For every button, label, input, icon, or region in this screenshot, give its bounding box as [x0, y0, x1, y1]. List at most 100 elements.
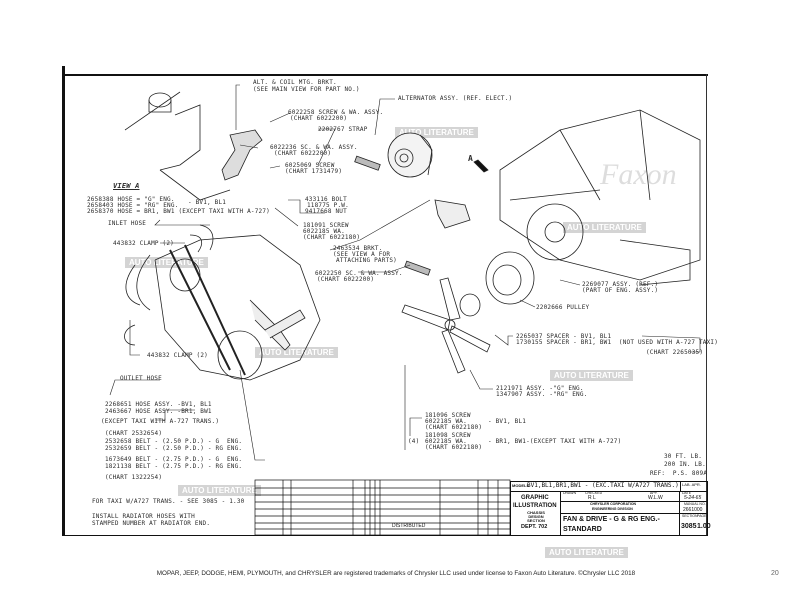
label-brkt: 2463534 BRKT.	[333, 245, 383, 252]
label-fan-chart-2: (CHART 6022180)	[425, 444, 483, 451]
label-chart: (CHART 6022200)	[274, 150, 332, 157]
divider	[560, 501, 708, 502]
label-assy-2269077: 2269077 ASSY. (REF.)	[582, 281, 659, 288]
label-alternator: ALTERNATOR ASSY. (REF. ELECT.)	[398, 95, 513, 102]
section-label: SECTION	[682, 514, 698, 518]
label-screw-6022258: 6022258 SCREW & WA. ASSY.	[288, 109, 384, 116]
frame-left-border	[62, 66, 65, 536]
note-install: STAMPED NUMBER AT RADIATOR END.	[92, 520, 211, 527]
label-hose-assy-note: (EXCEPT TAXI WITH A-727 TRANS.)	[101, 418, 220, 425]
watermark-text: AUTO LITERATURE	[125, 257, 208, 268]
page-label: PAGE	[697, 514, 707, 518]
page-number-block: 1.00	[697, 523, 711, 530]
drawing-subtitle: STANDARD	[563, 526, 602, 533]
page-number: 20	[771, 570, 779, 577]
label-hose-assy-1: 2268651 HOSE ASSY. -BV1, BL1	[105, 401, 212, 408]
watermark-text: AUTO LITERATURE	[563, 222, 646, 233]
fan	[401, 277, 491, 374]
alternator-bracket-lower	[434, 199, 471, 229]
label-torque-1: 30 FT. LB.	[664, 453, 703, 460]
label-view-arrow: A	[468, 154, 474, 163]
frame-bottom-border	[62, 535, 708, 536]
label-alt-bracket: ALT. & COIL MTG. BRKT.	[253, 79, 337, 86]
engineering-label: ENGINEERING DIVISION	[592, 507, 633, 511]
label-chart-2532654: (CHART 2532654)	[105, 430, 163, 437]
label-spacer-chart: (CHART 2265035)	[646, 349, 704, 356]
distributed-label: DISTRIBUTED	[392, 523, 426, 529]
date-label: DATE	[682, 491, 692, 495]
models-value: BV1,BL1,BR1,BW1 - (EXC.TAXI W/A727 TRANS…	[527, 482, 679, 489]
label-belt-4: 1821138 BELT - (2.75 P.D.) - RG ENG.	[105, 463, 243, 470]
label-fan-2: 1347907 ASSY. -"RG" ENG.	[496, 391, 588, 398]
label-brkt-note: ATTACHING PARTS)	[336, 257, 397, 264]
label-assy-note: (PART OF ENG. ASSY.)	[582, 287, 659, 294]
label-belt-3: 1673649 BELT - (2.75 P.D.) - G ENG.	[105, 456, 243, 463]
label-alt-bracket-note: (SEE MAIN VIEW FOR PART NO.)	[253, 86, 360, 93]
checked-value: R L	[588, 495, 596, 501]
label-chart: (CHART 6022200)	[290, 115, 348, 122]
label-belt-2: 2532659 BELT - (2.50 P.D.) - RG ENG.	[105, 445, 243, 452]
models-label: MODELS	[512, 483, 530, 488]
label-sc-6022236: 6022236 SC. & WA. ASSY.	[270, 144, 358, 151]
view-arrow	[473, 159, 489, 173]
watermark-text: AUTO LITERATURE	[255, 347, 338, 358]
label-screw-181091: 181091 SCREW	[303, 222, 349, 229]
design-section-label: CHASSIS DESIGN SECTION	[527, 510, 545, 523]
label-chart: (CHART 1731479)	[285, 168, 343, 175]
label-pw: 118775 P.W.	[307, 202, 349, 209]
label-fan-models-2: - BR1, BW1-(EXCEPT TAXI WITH A-727)	[488, 438, 622, 445]
label-strap: 2202767 STRAP	[318, 126, 368, 133]
manual-no-label: MANUAL NO.	[684, 502, 706, 506]
leader-lines	[109, 84, 701, 461]
trademark-footer: MOPAR, JEEP, DODGE, HEMI, PLYMOUTH, and …	[156, 570, 636, 577]
dept-label: DEPT. 702	[521, 524, 548, 530]
label-fan-screw-2: 181098 SCREW	[425, 432, 471, 439]
label-ref: REF: P.S. 809A	[650, 470, 708, 477]
front-engine-left	[154, 234, 321, 381]
label-chart: (CHART 6022180)	[303, 234, 361, 241]
label-clamp-top: 443832 CLAMP (2)	[113, 240, 174, 247]
label-inlet-hose: INLET HOSE	[108, 220, 147, 227]
divider	[560, 513, 708, 514]
engine-right	[499, 109, 701, 286]
alternator	[387, 132, 433, 178]
watermark-text: AUTO LITERATURE	[395, 127, 478, 138]
frame-right-border	[706, 74, 707, 536]
watermark-text: AUTO LITERATURE	[178, 485, 261, 496]
checked-label: CHECKED	[585, 491, 603, 495]
manual-no-value: 2661000	[683, 507, 703, 513]
label-brkt-note: (SEE VIEW A FOR	[333, 251, 391, 258]
drawn-label: DRAWN	[563, 491, 577, 495]
label-screw-6025069: 6025069 SCREW	[285, 162, 335, 169]
illustration-label: ILLUSTRATION	[513, 503, 557, 509]
drawing-title: FAN & DRIVE - G & RG ENG.-	[563, 516, 660, 523]
note-install: INSTALL RADIATOR HOSES WITH	[92, 513, 195, 520]
frame-top-border	[62, 74, 708, 76]
title-block	[510, 481, 708, 536]
label-fan-wa-2: 6022185 WA.	[425, 438, 467, 445]
section-number: 3085	[681, 523, 697, 530]
label-wa: 6022185 WA.	[303, 228, 345, 235]
corporation-label: CHRYSLER CORPORATION	[590, 502, 637, 506]
revision-grid	[254, 479, 511, 536]
app-label: APP.	[650, 491, 658, 495]
divider	[510, 491, 708, 492]
label-fan-1: 2121971 ASSY. -"G" ENG.	[496, 385, 584, 392]
watermark-logo: Faxon	[600, 158, 677, 191]
label-sc-6022250: 6022250 SC. & WA. ASSY.	[315, 270, 403, 277]
strap	[354, 155, 431, 276]
label-belt-1: 2532658 BELT - (2.50 P.D.) - G ENG.	[105, 438, 243, 445]
label-hose-assy-2: 2463667 HOSE ASSY. -BR1, BW1	[105, 408, 212, 415]
label-fan-models-1: - BV1, BL1	[488, 418, 527, 425]
water-pump-pulley	[459, 251, 535, 317]
label-fan-wa-1: 6022185 WA.	[425, 418, 467, 425]
graphic-label: GRAPHIC	[521, 495, 549, 501]
alternator-bracket	[221, 129, 263, 181]
label-view-a: VIEW A	[113, 182, 140, 190]
watermark-text: AUTO LITERATURE	[550, 370, 633, 381]
label-hose-1: 2658388 HOSE = "G" ENG.	[87, 196, 175, 203]
date-value: 5-24-65	[684, 495, 702, 501]
watermark-text: AUTO LITERATURE	[545, 547, 628, 558]
label-bolt: 433116 BOLT	[305, 196, 347, 203]
app-value: W.L.W	[648, 495, 663, 501]
